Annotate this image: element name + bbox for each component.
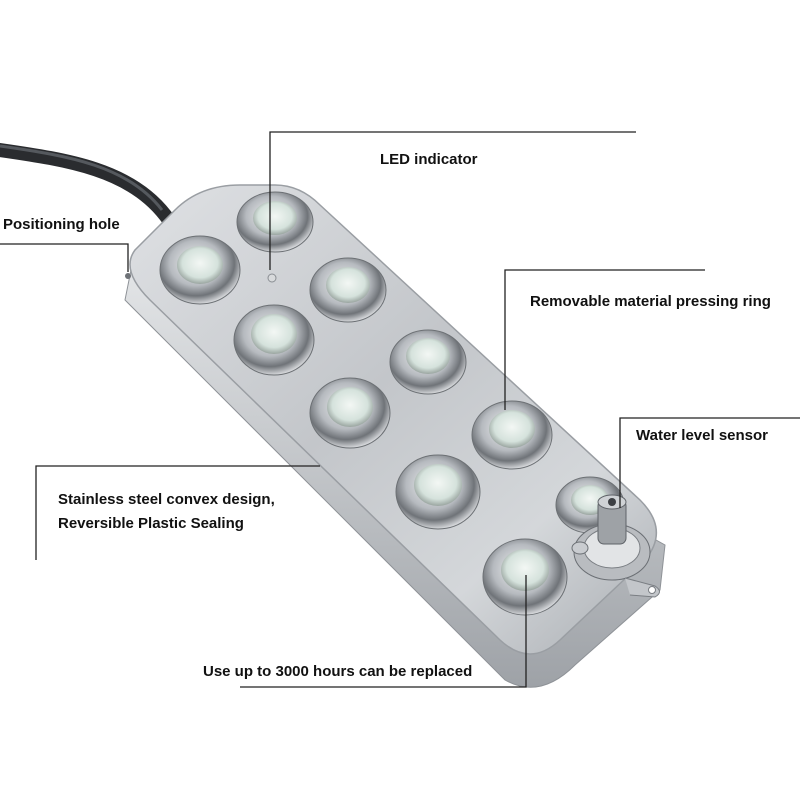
callout-line-steel	[35, 465, 320, 560]
mist-head	[471, 400, 553, 470]
callout-replace-hours: Use up to 3000 hours can be replaced	[203, 663, 473, 680]
callout-line-water	[619, 417, 800, 508]
mist-head	[159, 235, 241, 305]
callout-led-indicator: LED indicator	[380, 151, 478, 168]
mist-head	[233, 304, 315, 376]
callout-pressing-ring: Removable material pressing ring	[530, 293, 771, 310]
water-level-sensor-icon	[571, 494, 651, 581]
callout-lines	[0, 131, 800, 688]
callout-line-ring	[504, 269, 705, 410]
mist-head	[389, 329, 467, 395]
mist-head	[236, 191, 314, 253]
callout-line-hours	[240, 575, 527, 688]
mist-head	[309, 257, 387, 323]
mist-head	[309, 377, 391, 449]
callout-steel-design-line2: Reversible Plastic Sealing	[58, 515, 244, 532]
positioning-hole-icon	[125, 273, 131, 279]
led-indicator-icon	[267, 273, 277, 283]
device-body	[129, 184, 658, 655]
mist-head	[482, 538, 568, 616]
callout-water-level-sensor: Water level sensor	[636, 427, 769, 444]
callout-steel-design-line1: Stainless steel convex design,	[58, 491, 275, 508]
mist-head	[395, 454, 481, 530]
callout-positioning-hole: Positioning hole	[3, 216, 120, 233]
callout-line-led	[269, 131, 636, 270]
callout-steel-design: Stainless steel convex design, Reversibl…	[58, 488, 275, 536]
callout-line-positioning	[0, 243, 129, 272]
